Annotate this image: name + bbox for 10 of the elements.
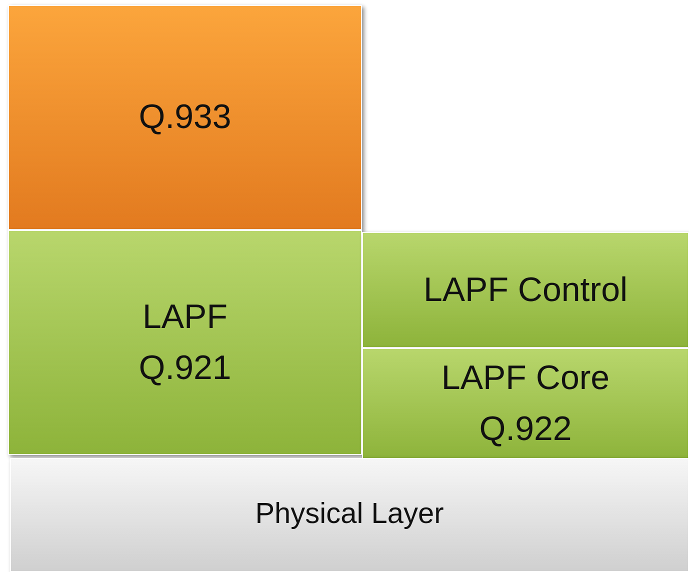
layer-label: LAPF Q.921 (138, 296, 232, 388)
layer-label: LAPF Control (423, 270, 628, 310)
layer-box (10, 458, 689, 572)
layer-box (8, 5, 362, 230)
layer-box (362, 348, 689, 460)
layer-label: Physical Layer (255, 497, 444, 532)
layer-label: LAPF Core Q.922 (440, 358, 611, 450)
layer-box (8, 230, 362, 455)
layer-label: Q.933 (138, 97, 232, 138)
layer-box (362, 232, 689, 348)
